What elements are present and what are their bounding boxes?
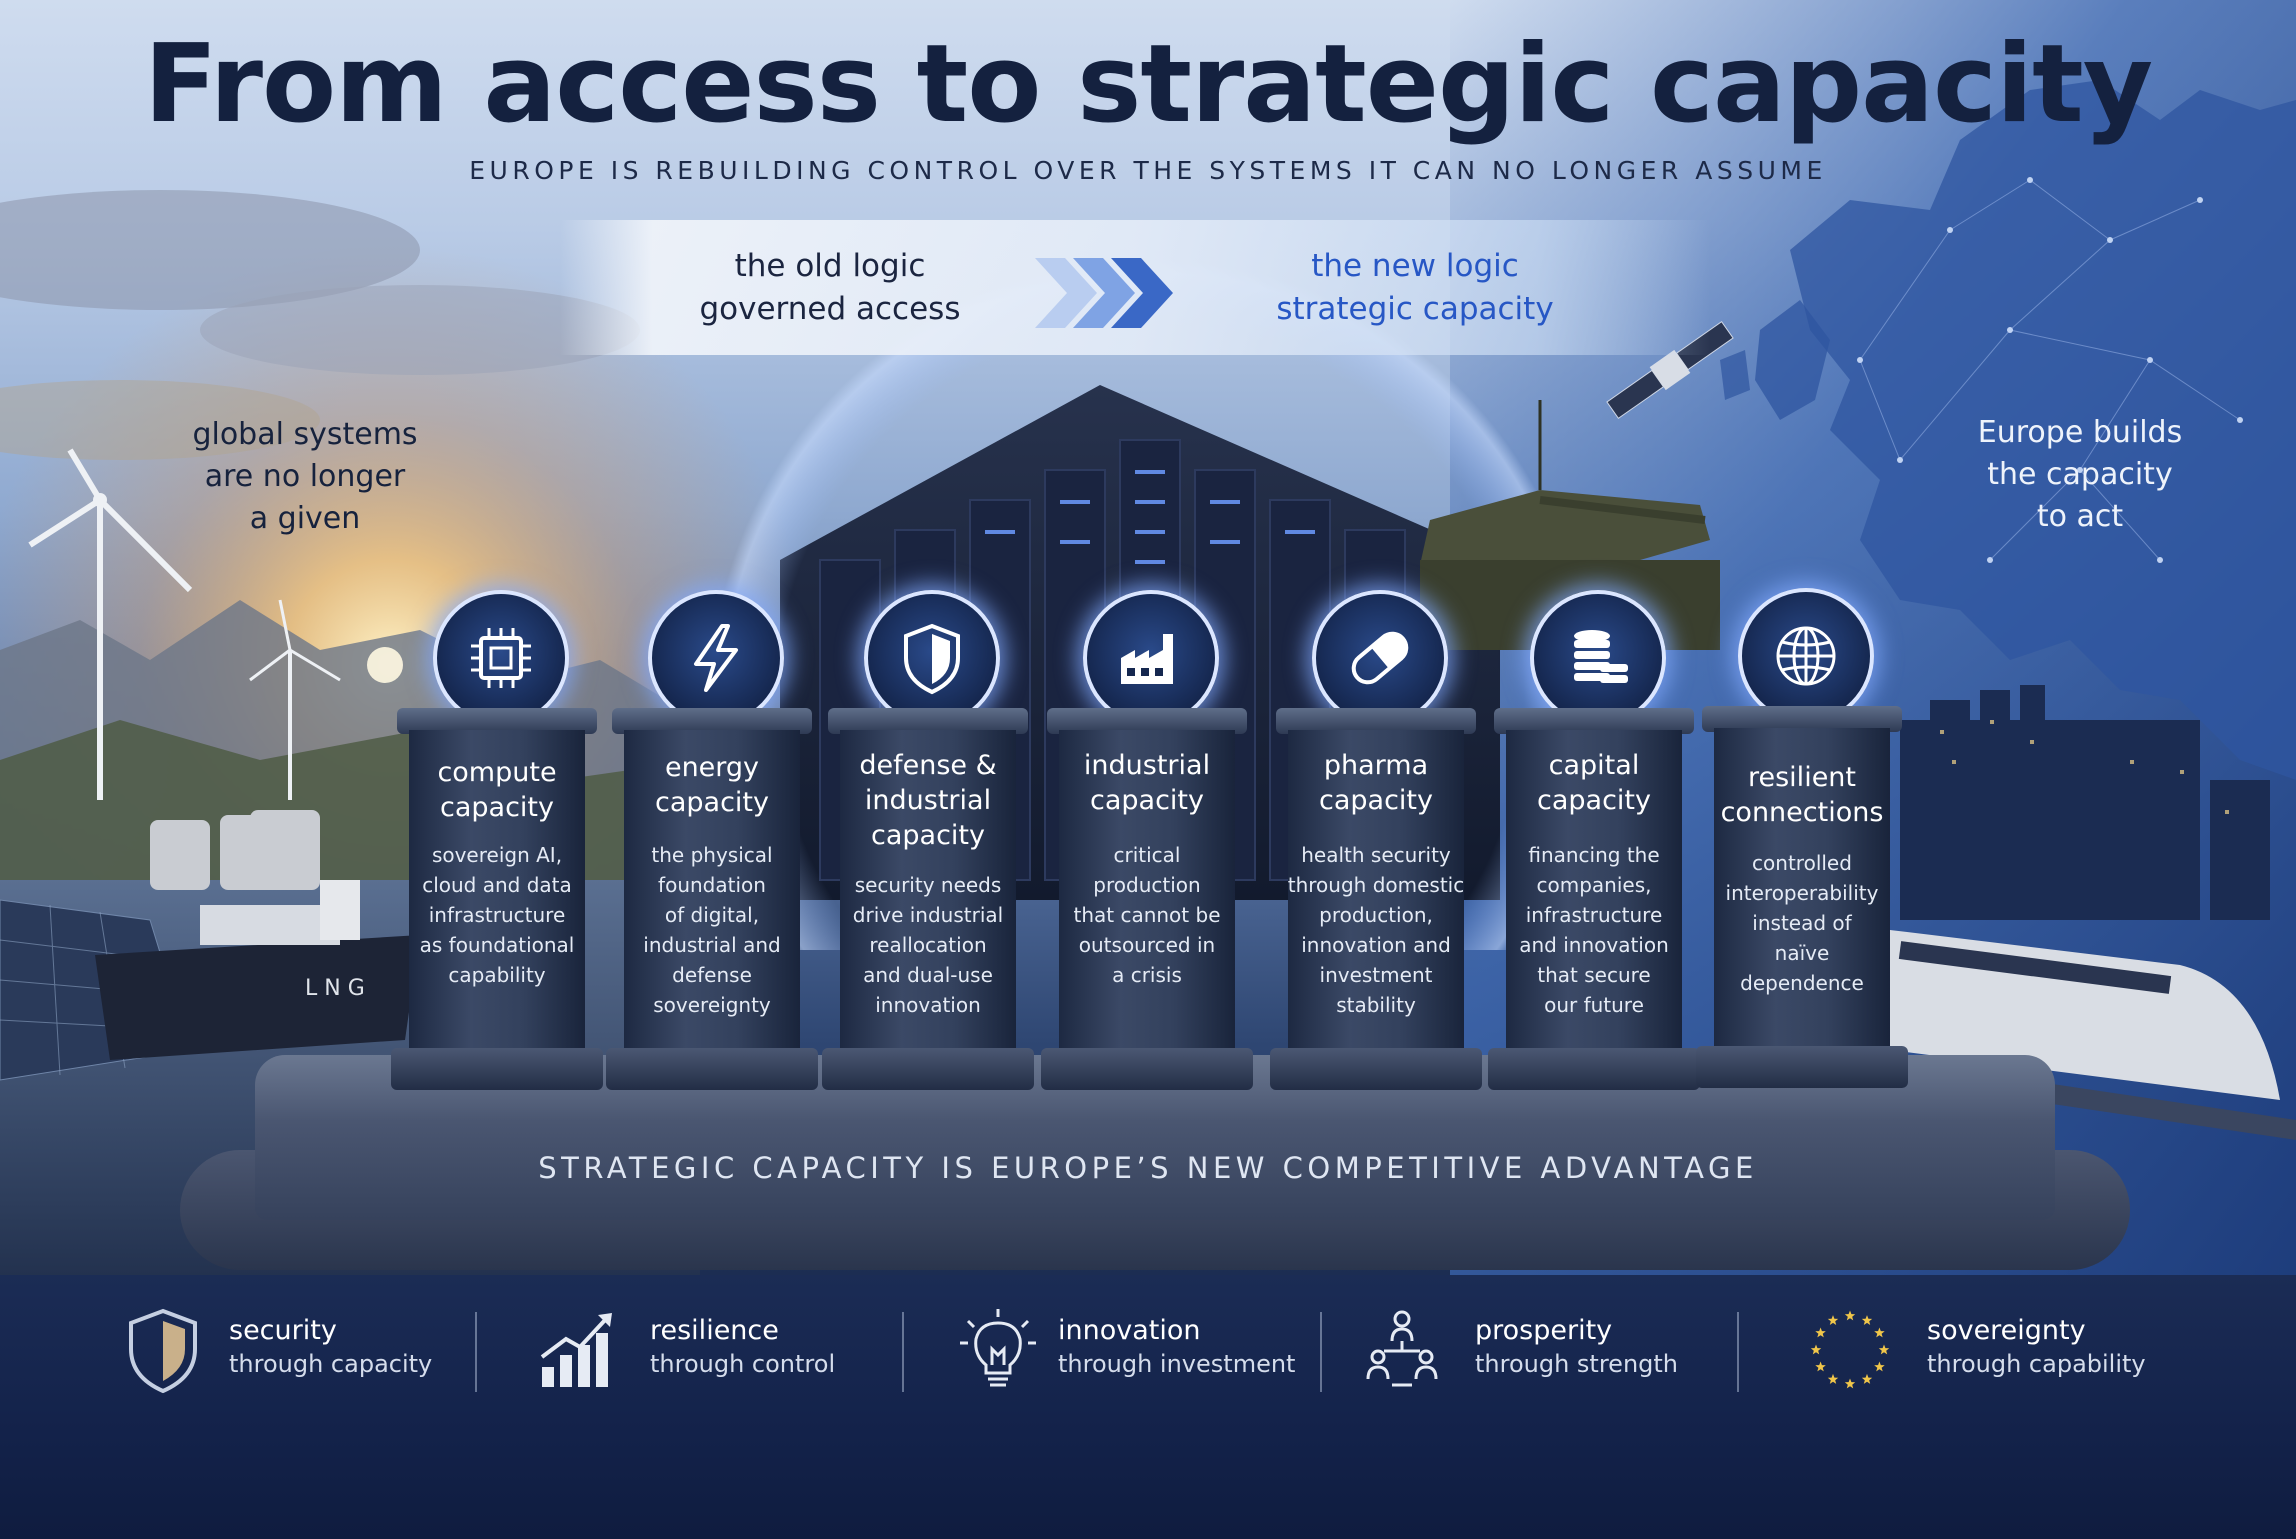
pill-icon <box>1351 631 1409 685</box>
eu-star <box>1874 1327 1885 1338</box>
pillar-description: controlled interoperability instead of n… <box>1725 851 1879 995</box>
pillar-energy-capacity: energy capacity the physical foundation … <box>606 590 818 1090</box>
chip-icon <box>471 628 531 688</box>
footer-divider <box>902 1312 904 1392</box>
eu-star <box>1810 1344 1822 1355</box>
pillar-title: energy capacity <box>655 752 769 818</box>
pillar-title: pharma capacity <box>1319 750 1433 816</box>
orb <box>648 590 784 726</box>
eu-stars-icon <box>1810 1310 1890 1389</box>
orb <box>1530 590 1666 726</box>
chevron-right-icon <box>1035 258 1173 328</box>
orb <box>1083 590 1219 726</box>
europe-builds-label: Europe builds the capacity to act <box>1977 415 2183 534</box>
old-logic-label: the old logic governed access <box>699 248 961 327</box>
pillar-title: industrial capacity <box>1083 750 1211 816</box>
footer-divider <box>1737 1312 1739 1392</box>
footer-bar <box>0 1275 2296 1539</box>
pillar-title: resilient connections <box>1720 762 1884 828</box>
pillar-pharma-capacity: pharma capacity health security through … <box>1270 590 1482 1090</box>
pillar-industrial-capacity: industrial capacity critical production … <box>1041 590 1253 1090</box>
shield-outline-icon <box>129 1308 197 1394</box>
eu-star <box>1827 1373 1839 1384</box>
growth-chart-icon <box>540 1313 612 1387</box>
global-systems-label: global systems are no longer a given <box>192 417 418 536</box>
eu-star <box>1844 1378 1856 1389</box>
pillar-title: defense & industrial capacity <box>859 750 997 851</box>
pillar-defense-industrial-capacity: defense & industrial capacity security n… <box>822 590 1034 1090</box>
pillar-title: compute capacity <box>437 757 557 823</box>
eu-star <box>1861 1315 1873 1325</box>
footer-item-prosperity: prosperity through strength <box>1362 1305 1692 1395</box>
eu-star <box>1815 1327 1826 1338</box>
shield-icon <box>904 623 960 695</box>
globe-icon <box>1776 626 1836 686</box>
orb <box>864 590 1000 726</box>
orb <box>1312 590 1448 726</box>
eu-star <box>1827 1315 1839 1325</box>
footer-item-resilience: resilience through control <box>538 1305 868 1395</box>
pillar-resilient-connections: resilient connections controlled interop… <box>1696 588 1908 1088</box>
eu-star <box>1815 1361 1826 1372</box>
footer-divider <box>475 1312 477 1392</box>
orb <box>433 590 569 726</box>
footer-item-innovation: innovation through investment <box>958 1305 1298 1395</box>
footer-divider <box>1320 1312 1322 1392</box>
new-logic-label: the new logic strategic capacity <box>1276 248 1554 327</box>
page-subtitle: EUROPE IS REBUILDING CONTROL OVER THE SY… <box>469 156 1827 185</box>
lightning-icon <box>694 624 738 692</box>
pillar-description: financing the companies, infrastructure … <box>1519 843 1669 1017</box>
pillar-description: security needs drive industrial realloca… <box>852 873 1004 1017</box>
orb <box>1738 588 1874 724</box>
pillar-title: capital capacity <box>1537 750 1651 816</box>
eu-star <box>1874 1361 1885 1372</box>
pillar-description: sovereign AI, cloud and data infrastruct… <box>419 843 575 987</box>
eu-star <box>1844 1310 1856 1321</box>
pillar-description: health security through domestic product… <box>1287 843 1465 1017</box>
eu-star <box>1861 1373 1873 1384</box>
pillar-capital-capacity: capital capacity financing the companies… <box>1488 590 1700 1090</box>
footer-item-security: security through capacity <box>125 1305 455 1395</box>
coins-icon <box>1574 630 1628 683</box>
pillar-description: critical production that cannot be outso… <box>1073 843 1221 987</box>
eu-star <box>1878 1344 1890 1355</box>
pillar-compute-capacity: compute capacity sovereign AI, cloud and… <box>391 590 603 1090</box>
ship-label: L N G <box>305 976 365 1001</box>
stage-motto: STRATEGIC CAPACITY IS EUROPE’S NEW COMPE… <box>538 1151 1758 1185</box>
lightbulb-icon <box>960 1309 1036 1387</box>
factory-icon <box>1121 634 1173 684</box>
footer-item-sovereignty: sovereignty through capability <box>1805 1305 2165 1395</box>
logic-band <box>560 220 1710 355</box>
people-network-icon <box>1366 1310 1438 1387</box>
pillar-description: the physical foundation of digital, indu… <box>643 843 781 1017</box>
page-title: From access to strategic capacity <box>143 22 2153 147</box>
